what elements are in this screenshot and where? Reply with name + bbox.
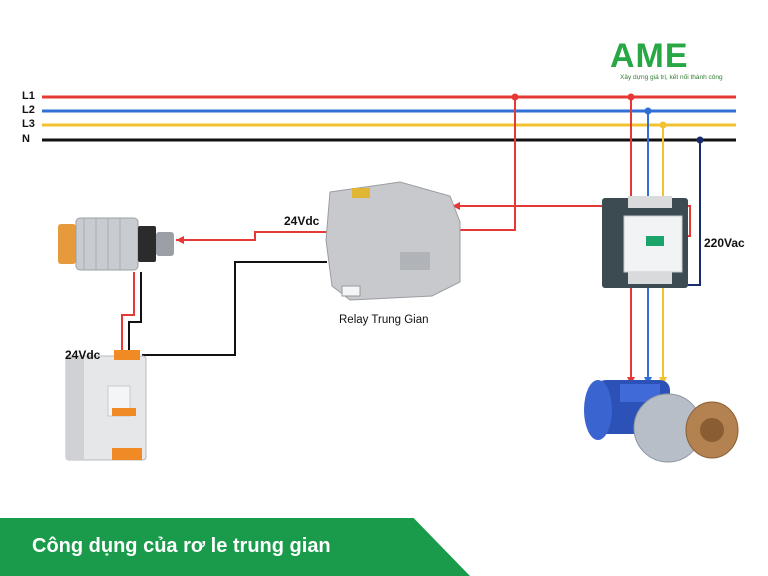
dc-power-supply	[65, 350, 147, 461]
wire-supply-negative	[142, 261, 327, 356]
wire-relay-supply	[452, 97, 516, 231]
bus-label-l3: L3	[22, 118, 35, 130]
arrow-head	[452, 202, 460, 210]
title-banner	[0, 518, 470, 576]
logo-wordmark: AME	[610, 37, 689, 75]
wire-sensor-power-black	[128, 272, 142, 358]
bus-label-l2: L2	[22, 104, 35, 116]
relay-module	[325, 181, 461, 301]
wire-sensor-power-red	[121, 272, 135, 358]
banner-title: Công dụng của rơ le trung gian	[32, 535, 331, 557]
proximity-sensor	[58, 217, 174, 271]
contactor	[602, 196, 688, 288]
brand-logo: AME Xây dựng giá trị, kết nối thành công	[610, 38, 740, 81]
bus-label-n: N	[22, 133, 30, 145]
wire-neutral-coil	[686, 140, 701, 286]
sensor-voltage-label: 24Vdc	[284, 214, 320, 228]
logo-tagline: Xây dựng giá trị, kết nối thành công	[620, 74, 723, 81]
bus-label-l1: L1	[22, 90, 35, 102]
supply-voltage-label: 24Vdc	[65, 348, 101, 362]
wire-sensor-signal	[176, 231, 327, 241]
relay-caption: Relay Trung Gian	[339, 314, 429, 326]
arrow-head	[176, 236, 184, 244]
contactor-voltage-label: 220Vac	[704, 236, 745, 250]
pump-motor	[584, 380, 739, 463]
